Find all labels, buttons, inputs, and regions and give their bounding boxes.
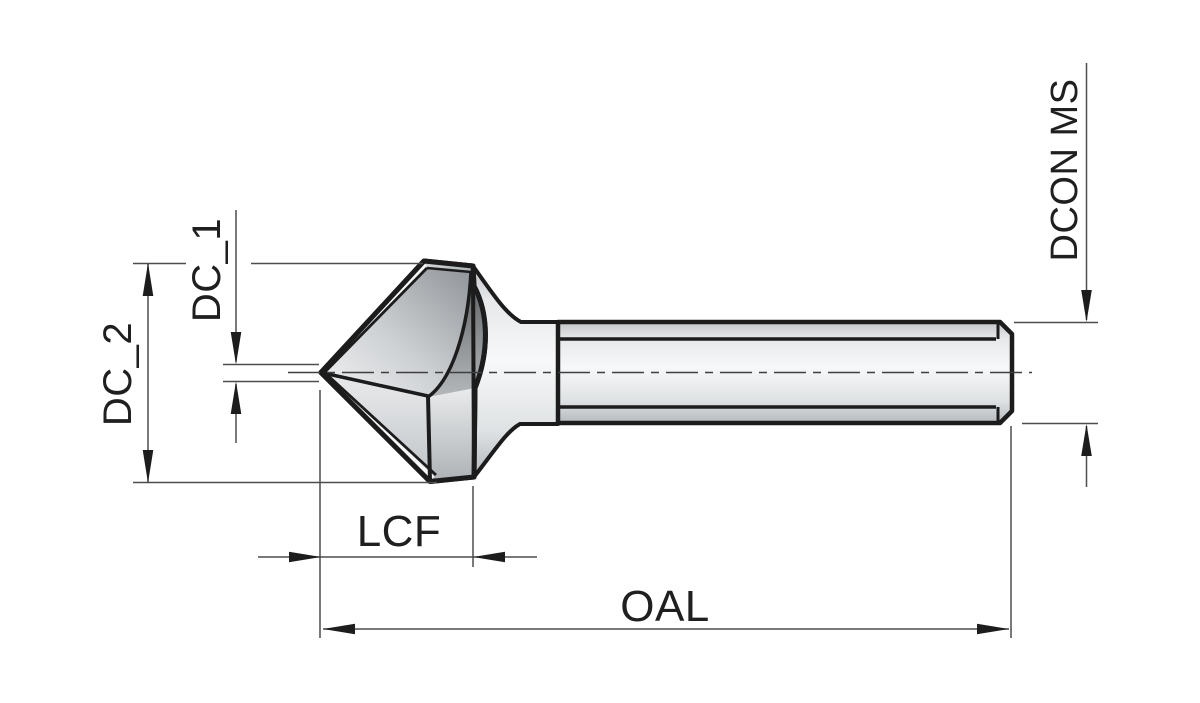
dc2-arrow-up (142, 263, 154, 296)
tool-body (318, 258, 1015, 484)
head-outline (318, 258, 488, 484)
dim-oal (323, 426, 1012, 638)
lcf-arrow-right-inward (473, 551, 505, 563)
dc1-arrow-down (230, 332, 242, 365)
dim-dcon (1014, 63, 1098, 487)
neck-taper-top-edge (471, 264, 560, 324)
dc2-arrow-down (142, 450, 154, 483)
dimension-labels: DC_2 DC_1 LCF OAL DCON MS (96, 79, 1086, 631)
dim-dc2 (133, 262, 437, 484)
dcon-arrow-up (1081, 424, 1092, 456)
tool-head (318, 258, 488, 484)
lcf-arrow-left-inward (289, 551, 321, 563)
neck-taper-bottom-edge (472, 422, 560, 479)
dimensions (133, 63, 1098, 638)
head-cone-face (321, 261, 471, 397)
head-top-flat-edge (426, 266, 472, 274)
dimension-arrows (142, 263, 1092, 635)
label-oal: OAL (620, 582, 710, 631)
head-back-facet (428, 388, 475, 481)
label-dcon-ms: DCON MS (1044, 79, 1086, 262)
label-lcf: LCF (357, 507, 442, 556)
label-dc2: DC_2 (96, 322, 140, 426)
neck-surface (473, 266, 558, 477)
dcon-arrow-down (1081, 290, 1092, 322)
head-flute-face (428, 272, 486, 397)
dc1-arrow-up (230, 381, 242, 414)
oal-arrow-left (323, 623, 355, 635)
tool-neck (471, 264, 560, 479)
label-dc1: DC_1 (185, 218, 229, 322)
head-flute-curve (426, 271, 473, 399)
oal-arrow-right (977, 623, 1009, 635)
head-edge-inner-upper (322, 267, 428, 375)
head-edge-inner-lower (322, 369, 437, 477)
head-flute-edge (320, 370, 429, 398)
head-facet-edge-vertical (426, 395, 432, 482)
